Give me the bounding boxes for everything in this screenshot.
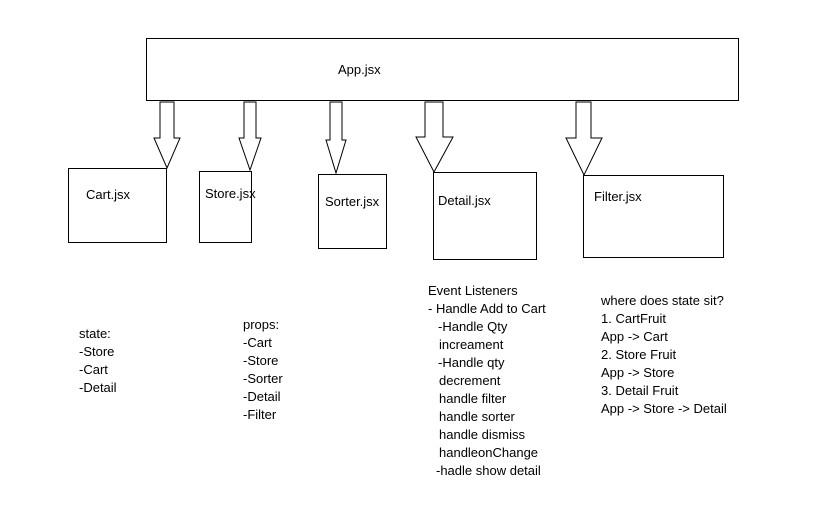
note-line: handle dismiss <box>439 427 525 442</box>
note-line: 2. Store Fruit <box>601 347 677 362</box>
note-line: -Detail <box>243 389 281 404</box>
cart-box <box>68 168 167 243</box>
event-listeners-note: Event Listeners - Handle Add to Cart -Ha… <box>428 282 546 480</box>
note-line: increament <box>439 337 504 352</box>
note-line: -Detail <box>79 380 117 395</box>
note-line: -Cart <box>243 335 272 350</box>
note-line: handle sorter <box>439 409 515 424</box>
detail-label: Detail.jsx <box>438 193 491 208</box>
filter-box <box>583 175 724 258</box>
note-line: App -> Cart <box>601 329 668 344</box>
state-note: state: -Store -Cart -Detail <box>79 325 117 397</box>
note-line: -Handle qty <box>438 355 505 370</box>
filter-label: Filter.jsx <box>594 189 642 204</box>
note-line: -Sorter <box>243 371 283 386</box>
cart-label: Cart.jsx <box>86 187 131 202</box>
arrow-to-store <box>238 101 262 172</box>
note-line: state: <box>79 326 111 341</box>
note-line: handleonChange <box>439 445 539 460</box>
note-line: Event Listeners <box>428 283 518 298</box>
note-line: App -> Store -> Detail <box>601 401 727 416</box>
note-line: -Store <box>79 344 115 359</box>
note-line: -Cart <box>79 362 108 377</box>
arrow-to-cart <box>153 101 181 170</box>
store-box <box>199 171 252 243</box>
note-line: decrement <box>439 373 501 388</box>
arrow-to-sorter <box>325 101 347 175</box>
store-label: Store.jsx <box>205 186 256 201</box>
note-line: where does state sit? <box>601 293 724 308</box>
sorter-box <box>318 174 387 249</box>
note-line: App -> Store <box>601 365 675 380</box>
note-line: 1. CartFruit <box>601 311 667 326</box>
note-line: -Filter <box>243 407 277 422</box>
arrow-to-detail <box>415 101 454 174</box>
note-line: -hadle show detail <box>436 463 541 478</box>
note-line: - Handle Add to Cart <box>428 301 546 316</box>
note-line: handle filter <box>439 391 507 406</box>
app-label: App.jsx <box>338 62 381 77</box>
props-note: props: -Cart -Store -Sorter -Detail -Fil… <box>243 316 283 424</box>
note-line: -Store <box>243 353 279 368</box>
sorter-label: Sorter.jsx <box>325 194 380 209</box>
state-location-note: where does state sit? 1. CartFruit App -… <box>601 292 727 418</box>
arrow-to-filter <box>565 101 603 177</box>
note-line: 3. Detail Fruit <box>601 383 679 398</box>
note-line: props: <box>243 317 280 332</box>
detail-box <box>433 172 537 260</box>
note-line: -Handle Qty <box>438 319 508 334</box>
app-box <box>146 38 739 101</box>
